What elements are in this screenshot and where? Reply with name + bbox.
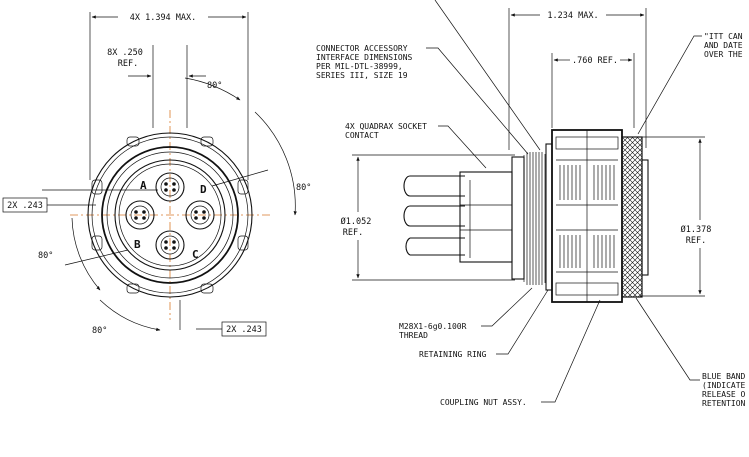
insert-face xyxy=(114,159,226,271)
contact-body xyxy=(459,171,513,263)
itt-upper-leader xyxy=(434,0,541,151)
overall-dimension: 4X 1.394 MAX. xyxy=(130,13,197,23)
band-callout-3: RELEASE O xyxy=(702,390,746,399)
thread-leader xyxy=(481,287,533,327)
interface-leader xyxy=(426,47,529,155)
insert-face-inner xyxy=(118,163,222,267)
coupling-ring xyxy=(101,146,239,284)
interface-callout-1: CONNECTOR ACCESSORY xyxy=(316,44,408,53)
band-callout-4: RETENTION xyxy=(702,399,746,408)
front-view: 4X 1.394 MAX. 8X .250 REF. 80° 80° 80° 8… xyxy=(2,12,311,337)
itt-leader xyxy=(637,35,702,135)
contact-tail-1 xyxy=(403,175,465,197)
coupling-leader xyxy=(541,299,601,403)
rear-cap xyxy=(641,159,649,276)
length-dimension: 1.234 MAX. xyxy=(547,11,598,21)
band-callout-1: BLUE BAND xyxy=(702,372,746,381)
contact-tail-3 xyxy=(405,237,465,256)
itt-callout-3: OVER THE xyxy=(704,50,743,59)
contact-d xyxy=(185,200,215,230)
coupling-ribs xyxy=(555,130,619,302)
outer-flange xyxy=(87,132,253,298)
interface-callout-2: INTERFACE DIMENSIONS xyxy=(316,53,413,62)
band-callout-2: (INDICATE xyxy=(702,381,746,390)
angle-bottom: 80° xyxy=(92,326,107,336)
side-view: 1.234 MAX. .760 REF. Ø1.052 REF. Ø1.378 … xyxy=(316,0,746,408)
pin-width-ref: REF. xyxy=(118,59,138,69)
contact-a xyxy=(155,172,185,202)
angle-right: 80° xyxy=(296,183,311,193)
contact-label-c: C xyxy=(192,248,199,261)
left-diameter: Ø1.052 xyxy=(341,216,372,227)
angle-top: 80° xyxy=(207,81,222,91)
thread-callout-1: M28X1-6g0.100R xyxy=(399,322,467,331)
contact-label-a: A xyxy=(140,179,147,192)
coupling-ring-inner xyxy=(106,151,234,279)
contact-b xyxy=(125,200,155,230)
contact-label-d: D xyxy=(200,183,207,196)
box-right-value: 2X .243 xyxy=(226,325,262,335)
band-leader xyxy=(635,297,700,381)
box-left xyxy=(2,197,48,213)
contact-callout-1: 4X QUADRAX SOCKET xyxy=(345,122,427,131)
angle-arc-left xyxy=(71,217,101,291)
blue-band-collar xyxy=(621,136,643,298)
interface-callout-3: PER MIL-DTL-38999, xyxy=(316,62,403,71)
retaining-ring xyxy=(545,143,553,291)
contact-c xyxy=(155,230,185,260)
left-diameter-ref: REF. xyxy=(343,228,363,238)
contact-leader xyxy=(438,125,487,169)
coupling-callout: COUPLING NUT ASSY. xyxy=(440,398,527,407)
key-leader-d xyxy=(211,169,269,187)
contact-callout-2: CONTACT xyxy=(345,131,379,140)
box-left-value: 2X .243 xyxy=(7,201,43,211)
angle-arc-right xyxy=(254,111,297,216)
angle-arc-bottom xyxy=(99,299,161,332)
thread-callout-2: THREAD xyxy=(399,331,428,340)
receptacle-flange xyxy=(511,156,525,280)
box-right xyxy=(221,321,267,337)
itt-callout-2: AND DATE xyxy=(704,41,743,50)
quadrax-contacts xyxy=(403,171,513,263)
angle-arc-top xyxy=(184,77,241,101)
right-diameter: Ø1.378 xyxy=(681,224,712,235)
flange-inner-edge xyxy=(91,136,249,294)
interface-callout-4: SERIES III, SIZE 19 xyxy=(316,71,408,80)
ring-callout: RETAINING RING xyxy=(419,350,487,359)
flange-lugs xyxy=(91,136,249,294)
contact-tail-2 xyxy=(403,205,465,227)
itt-callout-1: "ITT CAN xyxy=(704,32,743,41)
right-diameter-ref: REF. xyxy=(686,236,706,246)
key-leader-b xyxy=(64,249,129,266)
ring-leader xyxy=(496,289,549,355)
angle-left: 80° xyxy=(38,251,53,261)
thread-lines xyxy=(523,152,546,285)
shell-dimension: .760 REF. xyxy=(572,56,618,66)
contact-label-b: B xyxy=(134,238,141,251)
pin-width-dimension: 8X .250 xyxy=(107,48,143,58)
